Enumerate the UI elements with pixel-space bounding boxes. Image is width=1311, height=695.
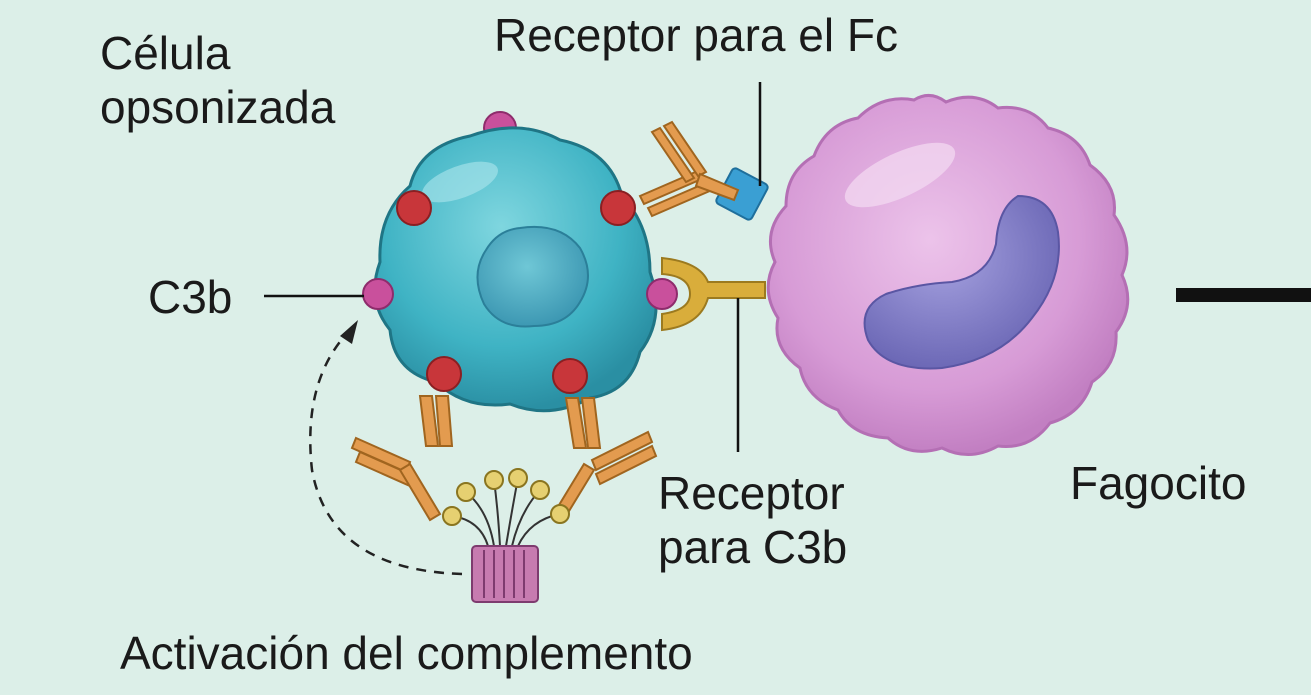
fc-receptor-label: Receptor para el Fc (494, 9, 898, 61)
opsonized-cell-label: Célula opsonizada (100, 26, 335, 134)
antibody-fc-arm4 (662, 120, 708, 178)
complement-heads (442, 468, 570, 526)
antigen-red (426, 356, 462, 392)
c3b-receptor-label-line2: para C3b (658, 521, 848, 573)
opsonized-cell-label-line1: Célula (100, 27, 231, 79)
c3b-fragment (646, 278, 678, 310)
opsonized-cell-label-line2: opsonizada (100, 81, 336, 133)
antibody-left-arm1 (418, 395, 440, 447)
antibody-right-arm4 (594, 444, 658, 486)
activation-arrow (309, 320, 463, 576)
opsonized-cell (362, 111, 678, 413)
c3b-receptor-shape (661, 256, 766, 332)
output-arrow-stub (1176, 288, 1311, 302)
antibody-left-stem (398, 462, 442, 522)
complement-base-stripes (483, 550, 525, 598)
c3b-label: C3b (148, 271, 233, 323)
c3b-receptor-label-line1: Receptor (658, 467, 845, 519)
opsonized-nucleus (476, 225, 589, 328)
antibody-left-arm2 (434, 395, 454, 447)
complement-activation-label: Activación del complemento (120, 627, 693, 679)
antibody-fc-stem (694, 172, 740, 202)
antigen-red (600, 190, 636, 226)
phagocyte-label: Fagocito (1070, 457, 1247, 509)
complement-complex (442, 468, 570, 603)
antibody-right-arm1 (564, 397, 588, 449)
opsonized-highlight (422, 161, 498, 203)
leader-lines (264, 82, 762, 452)
antibody-right (554, 397, 658, 518)
c3b-receptor-label: Receptor para C3b (658, 466, 847, 574)
phagocyte-nucleus (863, 194, 1060, 370)
antibody-right-arm2 (580, 397, 602, 449)
c3b-receptor (661, 256, 766, 332)
arrowhead-icon (340, 320, 358, 344)
dashed-arrow-path (309, 329, 463, 576)
phagocyte-highlight (844, 142, 956, 208)
antibody-left (350, 395, 454, 522)
c3b-fragment (362, 278, 394, 310)
antibody-fc-arm3 (650, 126, 696, 184)
antigen-red (552, 358, 588, 394)
antibody-fc (638, 120, 740, 218)
antigen-red (396, 190, 432, 226)
antibody-right-arm3 (590, 430, 654, 472)
phagocyte-cell (766, 94, 1130, 456)
